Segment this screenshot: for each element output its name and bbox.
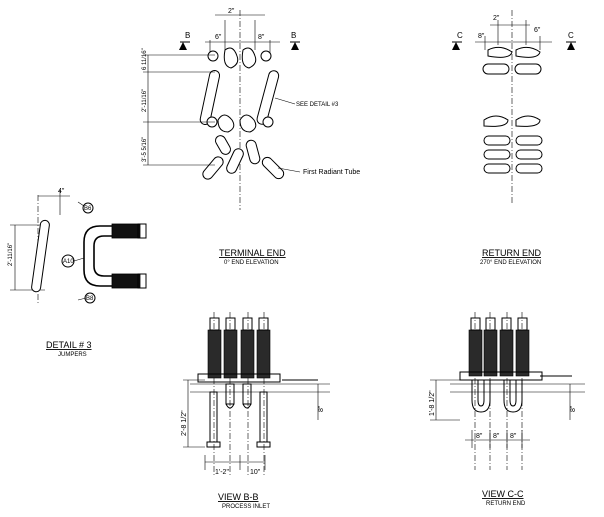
- view-c-subtitle: RETURN END: [486, 501, 526, 507]
- section-b-right: B: [291, 31, 296, 40]
- detail-3-subtitle: JUMPERS: [58, 352, 87, 358]
- term-dim-v2: 2'-11/16": [142, 89, 148, 112]
- view-c-dim-v: 1'-8 1/2": [429, 390, 436, 416]
- detail-dim-top: 4": [58, 188, 65, 195]
- first-radiant-tube: First Radiant Tube: [303, 169, 360, 176]
- view-c-dim-b3: 8": [510, 433, 517, 440]
- return-end-subtitle: 270° END ELEVATION: [480, 260, 541, 266]
- ret-dim-top: 2": [493, 15, 500, 22]
- view-c-title: VIEW C-C: [482, 489, 524, 499]
- term-dim-v3: 3'-5 5/16": [142, 137, 148, 162]
- detail-tag-top: B6: [84, 206, 92, 212]
- terminal-end-title: TERMINAL END: [219, 248, 286, 258]
- detail-tag-mid: A10: [63, 259, 74, 265]
- ret-dim-right: 6": [534, 27, 541, 34]
- section-c-left: C: [457, 31, 463, 40]
- view-b-dim-right: 8": [318, 405, 325, 412]
- term-dim-v1: 6 11/16": [142, 48, 148, 70]
- term-dim-right: 8": [258, 34, 265, 41]
- view-b-b: 2'-8 1/2" 8" 1'-2" 10" VIEW B-B PROCESS …: [181, 312, 330, 510]
- view-b-dim-v: 2'-8 1/2": [181, 410, 188, 436]
- detail-dim-left: 2'-11/16": [8, 243, 14, 266]
- detail-tag-bot: B8: [86, 296, 94, 302]
- view-b-subtitle: PROCESS INLET: [222, 504, 270, 510]
- view-b-dim-bot-right: 10": [250, 469, 261, 476]
- view-c-dim-right: 8": [570, 405, 577, 412]
- return-end-view: C C 2" 8" 6" RETURN END 270° END ELEVATI…: [452, 10, 576, 266]
- view-c-dim-b1: 8": [476, 433, 483, 440]
- view-c-c: 1'-8 1/2" 8" 8" 8" 8" VIEW C-C RETURN EN…: [429, 312, 585, 507]
- term-dim-left: 6": [215, 34, 222, 41]
- terminal-end-view: B B 2" 6" 8" 6 11/16" 2'-11/16" 3'-5 5/1…: [142, 8, 360, 266]
- ret-dim-left: 8": [478, 33, 485, 40]
- term-dim-top: 2": [228, 8, 235, 15]
- view-b-dim-bot-left: 1'-2": [215, 469, 229, 476]
- detail-3-view: 4" 2'-11/16" B6 A10 B8 DETAIL # 3 JUMPER…: [8, 188, 147, 358]
- see-detail-3: SEE DETAIL #3: [296, 102, 339, 108]
- view-c-dim-b2: 8": [493, 433, 500, 440]
- view-b-title: VIEW B-B: [218, 492, 259, 502]
- section-b-left: B: [185, 31, 190, 40]
- terminal-end-subtitle: 0° END ELEVATION: [224, 260, 279, 266]
- section-c-right: C: [568, 31, 574, 40]
- return-end-title: RETURN END: [482, 248, 542, 258]
- detail-3-title: DETAIL # 3: [46, 340, 92, 350]
